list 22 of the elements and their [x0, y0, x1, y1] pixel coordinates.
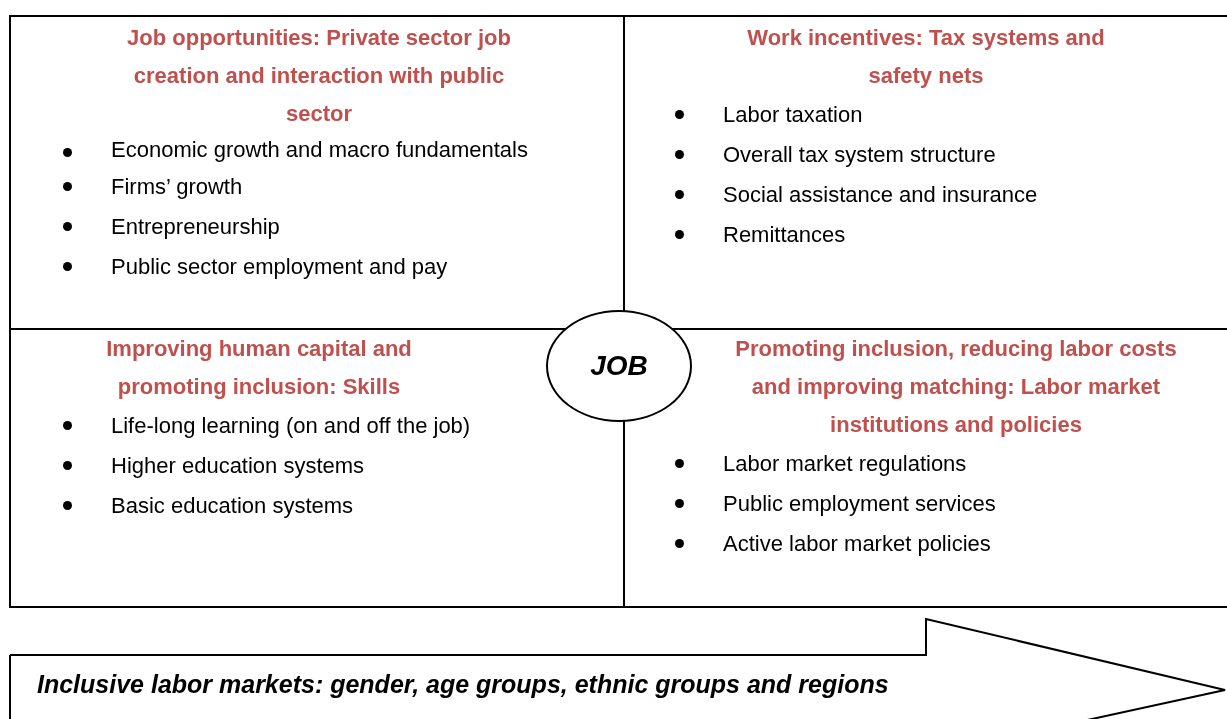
- bullet-text: Social assistance and insurance: [723, 181, 1039, 209]
- section-heading: Improving human capital and promoting inclusion: Skills: [105, 335, 413, 401]
- section-heading: Job opportunities: Private sector job creation and interaction with public sector: [126, 24, 512, 128]
- section-heading: Work incentives: Tax systems and safety nets: [746, 24, 1106, 90]
- bullet-text: Entrepreneurship: [111, 213, 281, 241]
- bullet-text: Overall tax system structure: [723, 141, 997, 169]
- bullet-text: Remittances: [723, 221, 847, 249]
- section-heading: Promoting inclusion, reducing labor costs and improving matching: Labor market institutions and policies: [734, 335, 1178, 439]
- banner-arrow: [9, 618, 1227, 719]
- bullet-text: Basic education systems: [111, 492, 355, 520]
- bullet-text: Labor market regulations: [723, 450, 968, 478]
- bullet-text: Public sector employment and pay: [111, 253, 449, 281]
- bullet-text: Economic growth and macro fundamentals: [111, 136, 529, 164]
- bullet-text: Higher education systems: [111, 452, 366, 480]
- job-opportunities-panel: [9, 15, 625, 330]
- bullet-text: Public employment services: [723, 490, 997, 518]
- bullet-text: Firms’ growth: [111, 173, 244, 201]
- bullet-text: Life-long learning (on and off the job): [111, 412, 472, 440]
- bullet-text: Active labor market policies: [723, 530, 992, 558]
- banner-text: Inclusive labor markets: gender, age groups, ethnic groups and regions: [37, 670, 889, 699]
- center-label: JOB: [590, 350, 648, 382]
- bullet-text: Labor taxation: [723, 101, 864, 129]
